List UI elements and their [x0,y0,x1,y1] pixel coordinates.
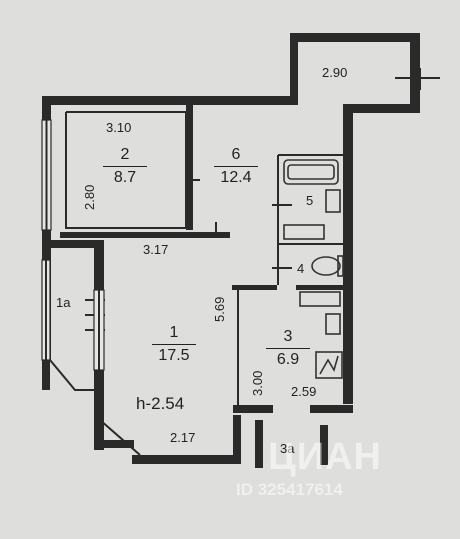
walls [42,33,420,468]
bathtub [283,159,339,185]
dim-3-17: 3.17 [143,242,169,257]
dim-3-00: 3.00 [250,370,265,396]
room-4-label: 4 [297,261,305,276]
watermark-logo: ЦИАН [268,436,382,478]
dim-3-10: 3.10 [106,120,132,135]
dim-2-59: 2.59 [291,384,317,399]
balcony-3a-label: 3a [280,441,295,456]
dim-2-80: 2.80 [82,184,97,210]
room-3-number: 3 [266,328,310,349]
room-6-area: 12.4 [220,169,252,186]
room-3-area: 6.9 [276,351,300,368]
dim-5-69: 5.69 [212,296,227,322]
room-3-label: 3 6.9 [266,328,310,369]
room-1-area: 17.5 [158,347,190,364]
ceiling-height: h-2.54 [136,394,185,413]
balcony-1a-label: 1a [56,295,71,310]
dim-2-90: 2.90 [322,65,348,80]
room-6-label: 6 12.4 [214,146,258,187]
toilet [311,256,341,276]
room-2-area: 8.7 [113,169,137,186]
room-1-label: 1 17.5 [152,324,196,365]
sink [325,189,341,213]
fixtures [283,159,344,379]
room-6-number: 6 [214,146,258,167]
room-5-label: 5 [306,193,314,208]
watermark-id: ID 325417614 [236,480,343,499]
dim-2-17: 2.17 [170,430,196,445]
room-2-number: 2 [103,146,147,167]
room-2-label: 2 8.7 [103,146,147,187]
windows [41,119,105,371]
stove [315,351,343,379]
room-1-number: 1 [152,324,196,345]
